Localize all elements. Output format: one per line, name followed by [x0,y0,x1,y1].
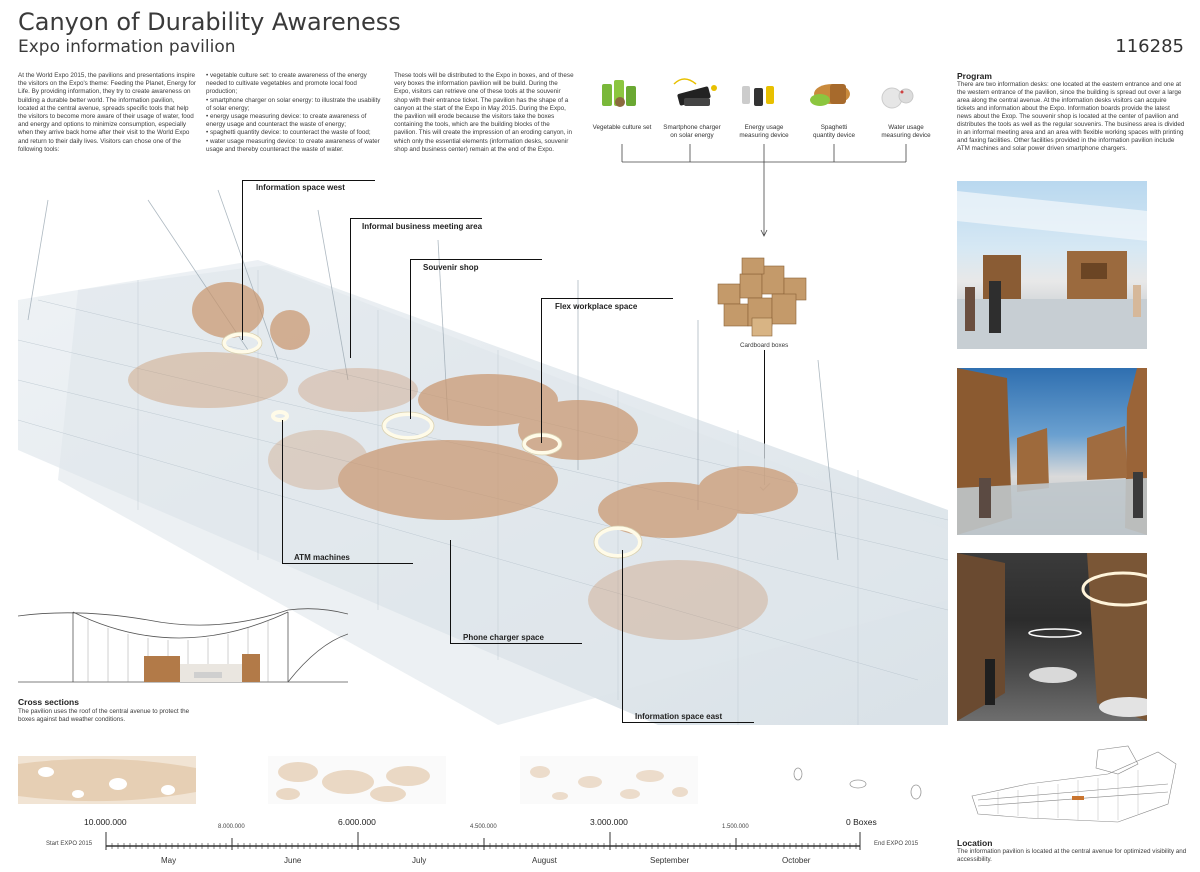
timeline: 10.000.000 6.000.000 3.000.000 0 Boxes 8… [18,812,938,872]
water-meter-icon [881,87,914,109]
timeline-start-label: Start EXPO 2015 [46,841,93,847]
boxes-svg [717,257,807,337]
stage-plan-july-svg [276,762,430,802]
render-photo-exterior [957,181,1147,349]
cross-sections-text: The pavilion uses the roof of the centra… [18,708,190,723]
intro-column-3: These tools will be distributed to the E… [394,72,574,154]
boxes-label: Cardboard boxes [740,342,789,349]
tools-icons-svg [602,78,914,237]
intro-column-2: • vegetable culture set: to create aware… [206,72,384,154]
timeline-count-july: 6.000.000 [338,817,376,827]
timeline-month-august: August [532,856,557,865]
render-exterior-svg [957,191,1147,349]
timeline-month-july: July [412,856,427,865]
timeline-count-august: 4.500.000 [470,824,497,830]
program-heading: Program [957,71,992,81]
render-photo-interior [957,553,1147,721]
stage-plan-september-svg [530,766,688,800]
stage-plan-october-svg [793,767,922,800]
energy-meter-icon [742,86,774,106]
tool-bullet-4: • spaghetti quantity device: to countera… [206,129,371,137]
intro-text-1: At the World Expo 2015, the pavilions an… [18,72,196,153]
tool-bullet-3: • energy usage measuring device: to crea… [206,113,367,129]
timeline-count-end: 0 Boxes [846,817,877,827]
timeline-axis-svg [105,832,861,850]
tool-bullet-5: • water usage measuring device: to creat… [206,137,380,153]
solar-charger-icon [673,78,717,106]
cross-sections-heading: Cross sections [18,697,79,707]
timeline-count-october: 1.500.000 [722,824,749,830]
timeline-month-may: May [161,856,177,865]
cross-section-svg [17,608,349,683]
stage-plan-may [18,756,196,804]
tools-diagram: Vegetable culture set Smartphone charger… [580,70,940,240]
pavilion-location-marker [1072,796,1084,800]
callout-flex-workplace: Flex workplace space [555,302,638,311]
timeline-count-june: 8.000.000 [218,824,245,830]
tool-bullet-2: • smartphone charger on solar energy: to… [206,96,381,112]
program-text: There are two information desks: one loc… [957,81,1185,152]
stage-plan-july [268,756,446,804]
cardboard-boxes-image [712,254,812,340]
render-interior-svg [957,553,1147,721]
location-text: The information pavilion is located at t… [957,848,1187,863]
callout-business-area: Informal business meeting area [362,222,483,231]
intro-column-1: At the World Expo 2015, the pavilions an… [18,72,196,154]
page-subtitle: Expo information pavilion [18,37,236,57]
location-heading: Location [957,838,993,848]
callout-souvenir-shop: Souvenir shop [423,263,479,272]
stage-plan-september [520,756,698,804]
callout-phone-charger: Phone charger space [463,633,544,642]
timeline-month-september: September [650,856,690,865]
axonometric-drawing [17,180,949,725]
render-photo-canyon [957,368,1147,535]
pavilion-axonometric-svg [17,189,949,725]
location-map-svg [971,745,1177,823]
location-map [968,744,1180,832]
callout-information-space-west: Information space west [256,183,345,192]
stage-plan-october [770,756,948,804]
vegetable-culture-set-icon [602,80,636,107]
callout-atm-machines: ATM machines [294,553,350,562]
tool-bullet-1: • vegetable culture set: to create aware… [206,72,367,96]
timeline-month-june: June [284,856,302,865]
intro-text-3: These tools will be distributed to the E… [394,72,574,153]
render-canyon-svg [957,368,1147,535]
callout-information-space-east: Information space east [635,712,723,721]
cross-section-drawing [17,604,349,686]
project-id: 116285 [1115,36,1184,57]
page-title: Canyon of Durability Awareness [18,8,401,36]
timeline-count-september: 3.000.000 [590,817,628,827]
timeline-count-may: 10.000.000 [84,817,127,827]
stage-plan-may-svg [18,758,196,802]
timeline-end-label: End EXPO 2015 [874,841,919,847]
spaghetti-device-icon [810,84,850,106]
tools-connector [621,144,907,237]
tool-label-vegetable: Vegetable culture set [592,124,652,131]
timeline-month-october: October [782,856,811,865]
